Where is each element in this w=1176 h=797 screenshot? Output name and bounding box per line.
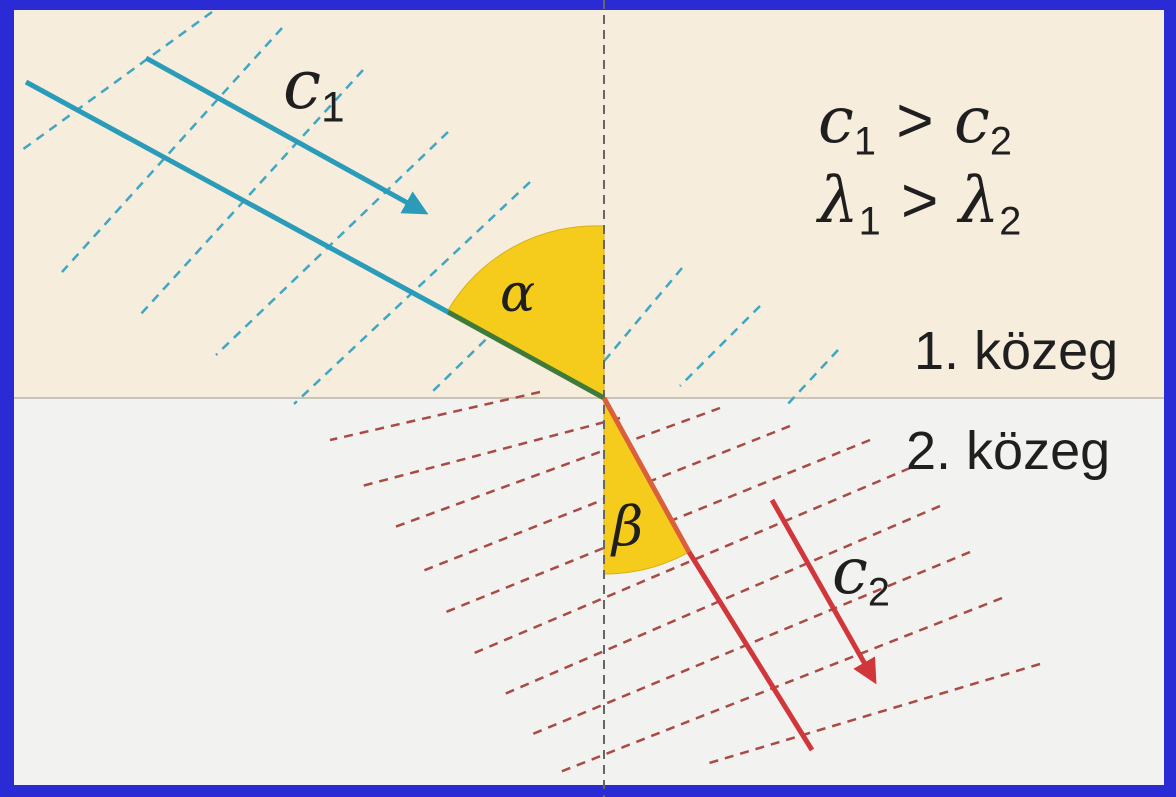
relation-velocity-right-sub: 2 bbox=[989, 119, 1012, 164]
velocity-arrow-c1 bbox=[144, 55, 429, 215]
label-c2-subscript: 2 bbox=[867, 570, 890, 615]
label-c2: c2 bbox=[832, 540, 890, 613]
relation-wavelength-operator: > bbox=[900, 164, 939, 236]
wavefronts-medium-1 bbox=[21, 10, 839, 407]
relation-wavelength-left-sub: 1 bbox=[858, 199, 881, 244]
relation-velocity-right: c bbox=[953, 84, 990, 158]
label-alpha: α bbox=[500, 268, 535, 320]
diagram-panel bbox=[14, 10, 1164, 785]
relation-velocity-left: c bbox=[818, 84, 854, 158]
incident-ray-inside-angle bbox=[446, 309, 606, 401]
label-c1: c1 bbox=[283, 52, 345, 129]
refracted-ray-inside-angle bbox=[601, 396, 692, 554]
label-beta: β bbox=[612, 500, 643, 554]
angle-alpha-sector bbox=[446, 225, 605, 399]
label-alpha-symbol: α bbox=[500, 264, 536, 324]
label-medium-2: 2. közeg bbox=[906, 421, 1111, 481]
label-c1-subscript: 1 bbox=[321, 83, 345, 131]
relation-wavelength-left: λ bbox=[818, 164, 859, 238]
label-c1-symbol: c bbox=[283, 46, 322, 125]
refracted-ray bbox=[686, 550, 815, 752]
relation-wavelength-right: λ bbox=[958, 164, 1000, 238]
relation-velocity-left-sub: 1 bbox=[853, 119, 876, 164]
label-beta-symbol: β bbox=[612, 495, 644, 558]
incident-ray bbox=[24, 79, 450, 315]
label-c2-symbol: c bbox=[832, 535, 868, 609]
label-medium-1: 1. közeg bbox=[914, 321, 1119, 381]
medium-2-region bbox=[14, 398, 1164, 785]
relation-wavelength-right-sub: 2 bbox=[999, 199, 1022, 244]
relation-velocity-operator: > bbox=[896, 84, 934, 156]
velocity-arrow-c2 bbox=[769, 498, 877, 685]
relation-velocity: c1 > c2 bbox=[818, 88, 1012, 162]
relation-wavelength: λ1 > λ2 bbox=[818, 168, 1021, 242]
